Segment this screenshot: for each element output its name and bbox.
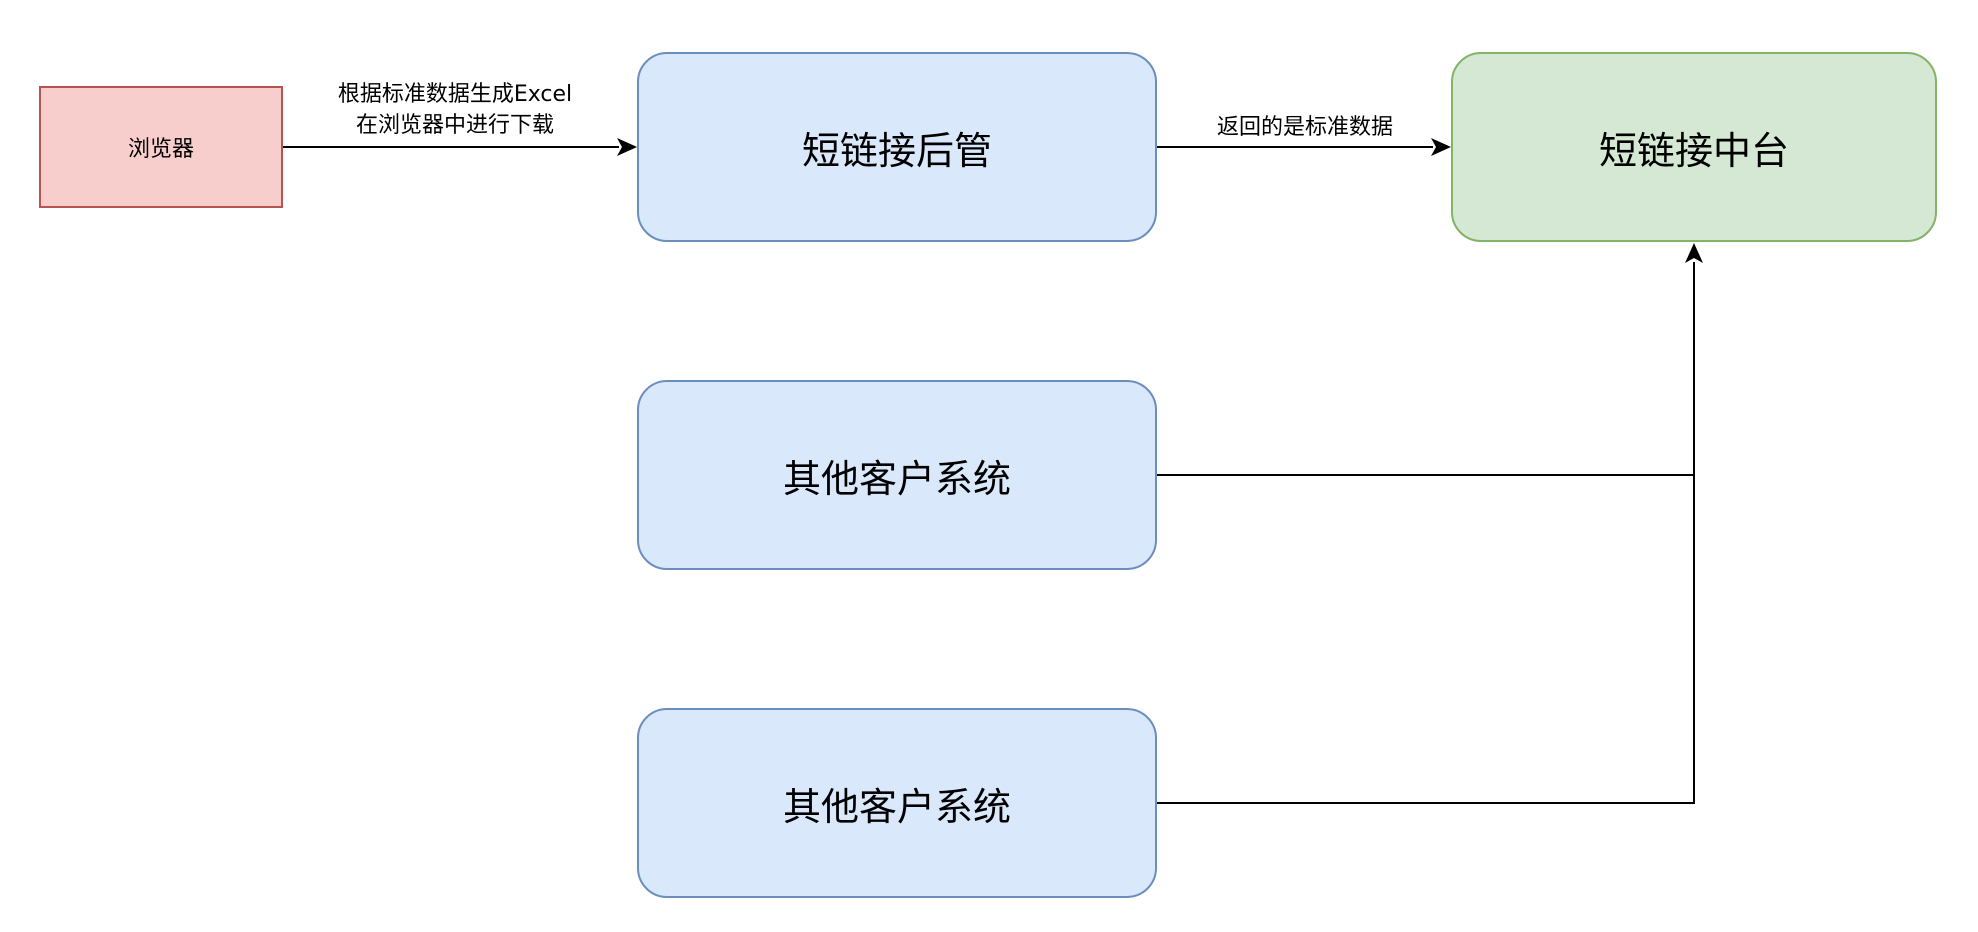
browser-node-label: 浏览器 (127, 137, 194, 162)
arrowhead-browser-to-backend (617, 138, 637, 156)
edge-label-backend-to-platform: 返回的是标准数据 (1195, 112, 1415, 143)
arrowhead-backend-to-platform (1431, 138, 1451, 156)
edge-label-browser-to-backend-line1: 根据标准数据生成Excel (337, 82, 573, 107)
edge-client1-to-platform (1157, 262, 1695, 476)
client-system-node-2[interactable]: 其他客户系统 (637, 708, 1157, 898)
client-system-node-1[interactable]: 其他客户系统 (637, 380, 1157, 570)
platform-node-label: 短链接中台 (1598, 128, 1789, 173)
edge-client2-to-platform (1157, 262, 1695, 804)
edge-label-browser-to-backend: 根据标准数据生成Excel 在浏览器中进行下载 (320, 79, 590, 141)
backend-node-label: 短链接后管 (801, 128, 992, 173)
platform-node[interactable]: 短链接中台 (1451, 52, 1937, 242)
edge-label-backend-to-platform-text: 返回的是标准数据 (1216, 115, 1393, 140)
backend-node[interactable]: 短链接后管 (637, 52, 1157, 242)
client-system-node-1-label: 其他客户系统 (782, 456, 1011, 501)
arrowhead-into-platform (1685, 243, 1703, 263)
edge-label-browser-to-backend-line2: 在浏览器中进行下载 (355, 113, 554, 138)
client-system-node-2-label: 其他客户系统 (782, 784, 1011, 829)
browser-node[interactable]: 浏览器 (39, 86, 283, 208)
